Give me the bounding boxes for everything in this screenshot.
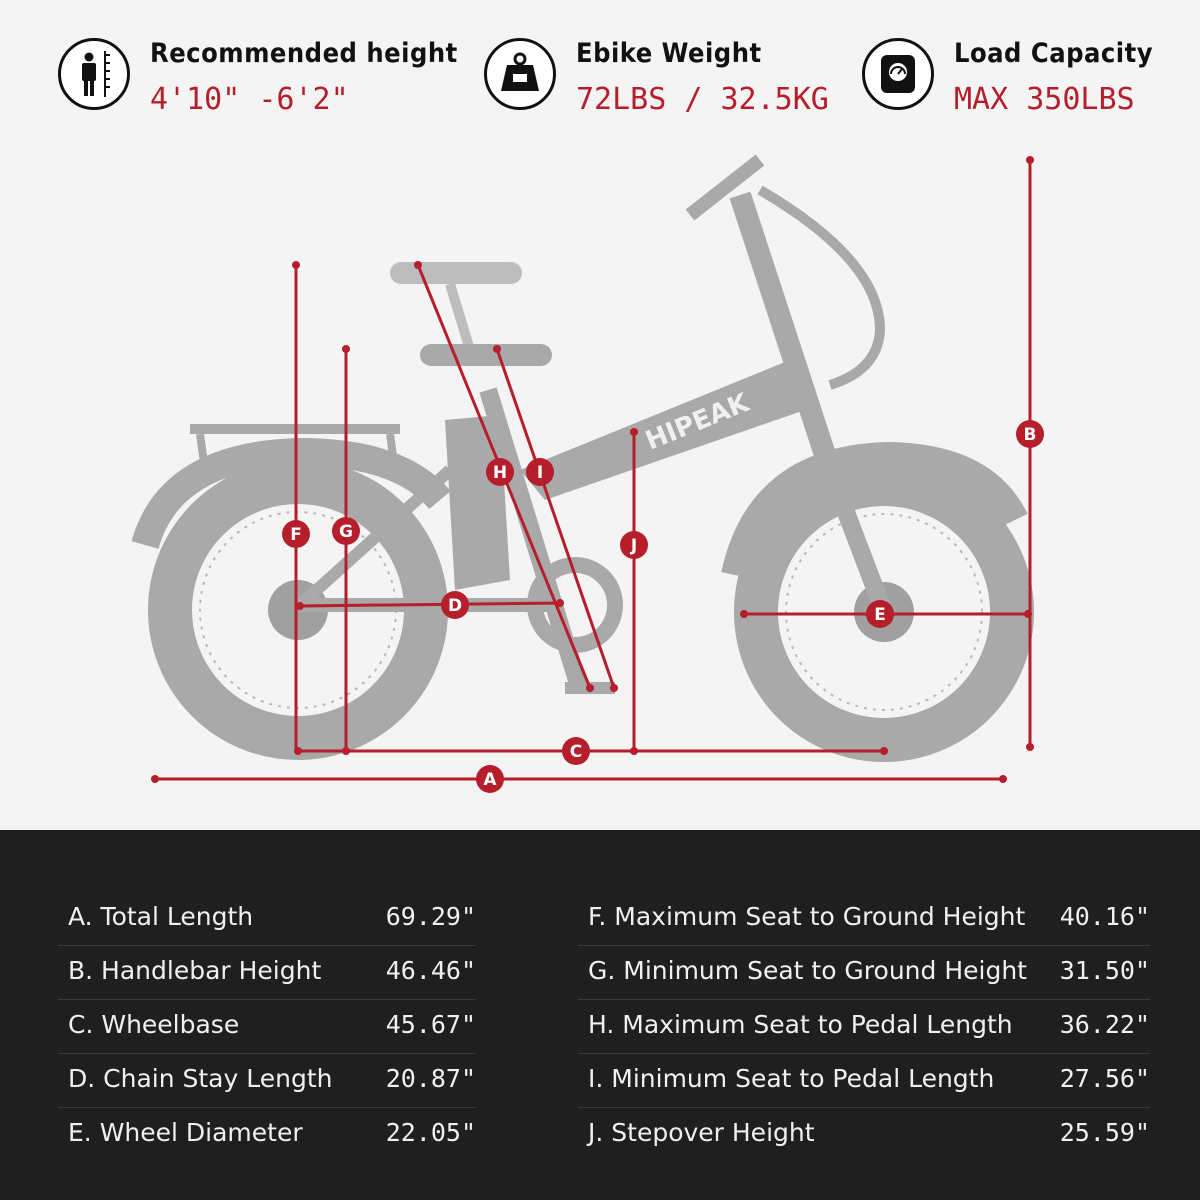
weight-icon (484, 38, 556, 110)
dimension-markers: A B C D E F G H I J (282, 420, 1044, 793)
svg-text:A: A (483, 770, 497, 790)
marker-e: E (866, 600, 894, 628)
marker-g: G (332, 517, 360, 545)
stat-label: Recommended height (150, 38, 458, 69)
svg-text:I: I (537, 463, 543, 483)
spec-label: H. Maximum Seat to Pedal Length (588, 1010, 1013, 1039)
spec-row: I. Minimum Seat to Pedal Length 27.56" (578, 1054, 1150, 1108)
svg-text:E: E (874, 605, 886, 625)
spec-label: D. Chain Stay Length (68, 1064, 333, 1093)
marker-d: D (441, 591, 469, 619)
stat-value: 4'10" -6'2" (150, 82, 349, 117)
stat-value: MAX 350LBS (954, 82, 1135, 117)
spec-label: E. Wheel Diameter (68, 1118, 303, 1147)
stat-recommended-height: Recommended height 4'10" -6'2" (58, 38, 457, 118)
stat-value: 72LBS / 32.5KG (576, 82, 829, 117)
marker-a: A (476, 765, 504, 793)
spec-row: F. Maximum Seat to Ground Height 40.16" (578, 892, 1150, 946)
svg-text:D: D (448, 596, 462, 616)
dimension-endpoints (151, 156, 1034, 783)
svg-text:C: C (570, 742, 582, 762)
marker-f: F (282, 520, 310, 548)
spec-label: G. Minimum Seat to Ground Height (588, 956, 1027, 985)
spec-row: E. Wheel Diameter 22.05" (58, 1108, 476, 1162)
spec-label: B. Handlebar Height (68, 956, 322, 985)
svg-text:F: F (290, 525, 302, 545)
svg-text:J: J (630, 536, 637, 556)
spec-row: C. Wheelbase 45.67" (58, 1000, 476, 1054)
spec-value: 25.59" (1059, 1118, 1150, 1147)
spec-value: 20.87" (385, 1064, 476, 1093)
stat-ebike-weight: Ebike Weight 72LBS / 32.5KG (484, 38, 844, 118)
stat-load-capacity: Load Capacity MAX 350LBS (862, 38, 1182, 118)
spec-panel: A. Total Length 69.29" B. Handlebar Heig… (0, 830, 1200, 1200)
marker-i: I (526, 458, 554, 486)
spec-label: A. Total Length (68, 902, 254, 931)
spec-label: C. Wheelbase (68, 1010, 240, 1039)
spec-row: G. Minimum Seat to Ground Height 31.50" (578, 946, 1150, 1000)
spec-value: 27.56" (1059, 1064, 1150, 1093)
spec-row: B. Handlebar Height 46.46" (58, 946, 476, 1000)
spec-value: 22.05" (385, 1118, 476, 1147)
svg-text:B: B (1024, 425, 1037, 445)
spec-row: D. Chain Stay Length 20.87" (58, 1054, 476, 1108)
spec-value: 69.29" (385, 902, 476, 931)
diagram-area: Recommended height 4'10" -6'2" Ebike Wei… (58, 38, 1182, 793)
bike-silhouette: HIPEAK (131, 154, 1034, 762)
spec-value: 31.50" (1059, 956, 1150, 985)
marker-j: J (620, 531, 648, 559)
spec-label: F. Maximum Seat to Ground Height (588, 902, 1026, 931)
svg-text:G: G (339, 522, 353, 542)
marker-b: B (1016, 420, 1044, 448)
spec-label: I. Minimum Seat to Pedal Length (588, 1064, 995, 1093)
spec-row: A. Total Length 69.29" (58, 892, 476, 946)
spec-label: J. Stepover Height (588, 1118, 815, 1147)
spec-row: J. Stepover Height 25.59" (578, 1108, 1150, 1162)
load-capacity-icon (862, 38, 934, 110)
svg-text:H: H (493, 463, 507, 483)
stat-label: Load Capacity (954, 38, 1154, 69)
stat-label: Ebike Weight (576, 38, 762, 69)
spec-value: 40.16" (1059, 902, 1150, 931)
spec-value: 46.46" (385, 956, 476, 985)
spec-value: 36.22" (1059, 1010, 1150, 1039)
person-height-icon (58, 38, 130, 110)
spec-row: H. Maximum Seat to Pedal Length 36.22" (578, 1000, 1150, 1054)
marker-c: C (562, 737, 590, 765)
spec-value: 45.67" (385, 1010, 476, 1039)
bike-diagram: HIPEAK (131, 154, 1044, 793)
marker-h: H (486, 458, 514, 486)
